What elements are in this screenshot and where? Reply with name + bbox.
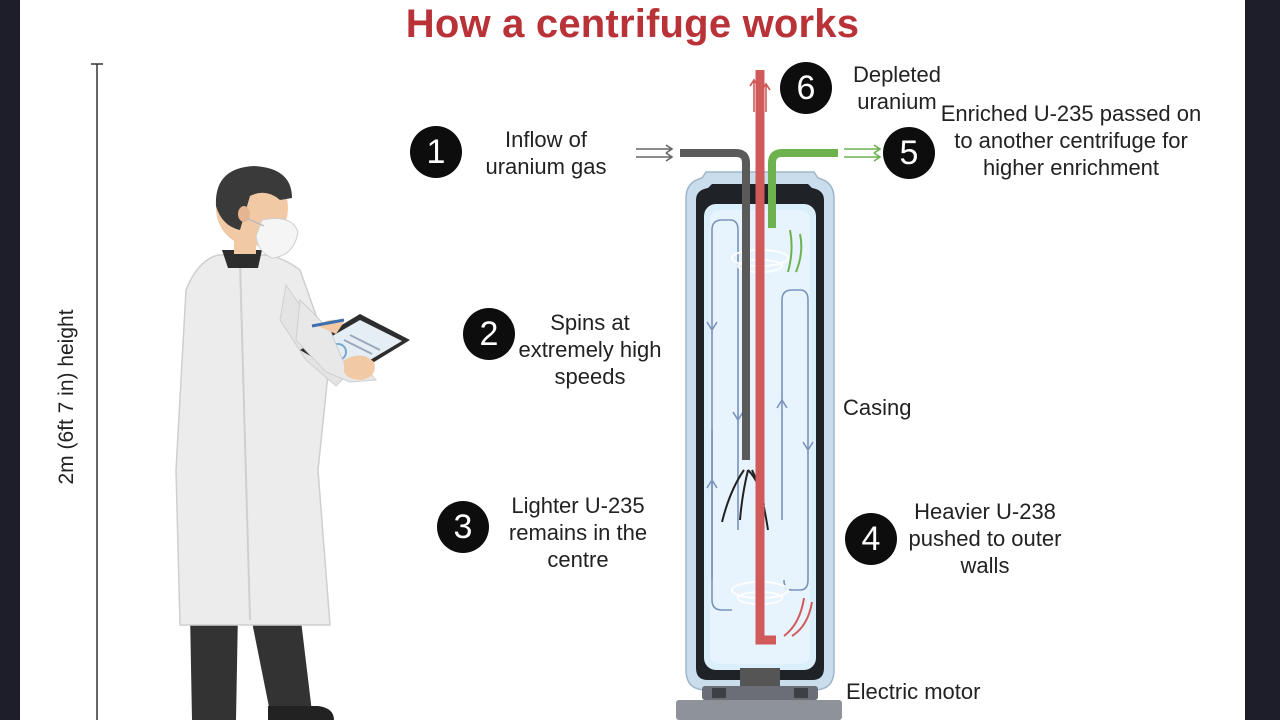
- step-6-label: Depleted uranium: [852, 62, 942, 114]
- step-5-label: Enriched U-235 passed on to another cent…: [940, 101, 1202, 180]
- height-label: 2m (6ft 7 in) height: [55, 309, 78, 485]
- step-5-badge: 5: [883, 127, 935, 179]
- scientist-figure: [175, 166, 410, 720]
- casing-label: Casing: [843, 395, 912, 420]
- step-4-badge: 4: [845, 513, 897, 565]
- flow-arrow-icon: [706, 219, 814, 611]
- step-4-label: Heavier U-238 pushed to outer walls: [908, 499, 1062, 578]
- step-3-label: Lighter U-235 remains in the centre: [508, 493, 648, 572]
- height-scale: [91, 63, 103, 720]
- step-1-label: Inflow of uranium gas: [485, 127, 607, 179]
- step-2-badge: 2: [463, 308, 515, 360]
- step-6-badge: 6: [780, 62, 832, 114]
- inflow-arrows: [636, 144, 674, 162]
- step-1-badge: 1: [410, 126, 462, 178]
- depleted-arrows: [749, 78, 771, 112]
- motor-label: Electric motor: [846, 679, 981, 704]
- page-title: How a centrifuge works: [405, 2, 860, 46]
- centrifuge: [676, 70, 842, 720]
- step-3-badge: 3: [437, 501, 489, 553]
- step-2-label: Spins at extremely high speeds: [518, 310, 662, 389]
- outflow-arrows: [844, 144, 882, 162]
